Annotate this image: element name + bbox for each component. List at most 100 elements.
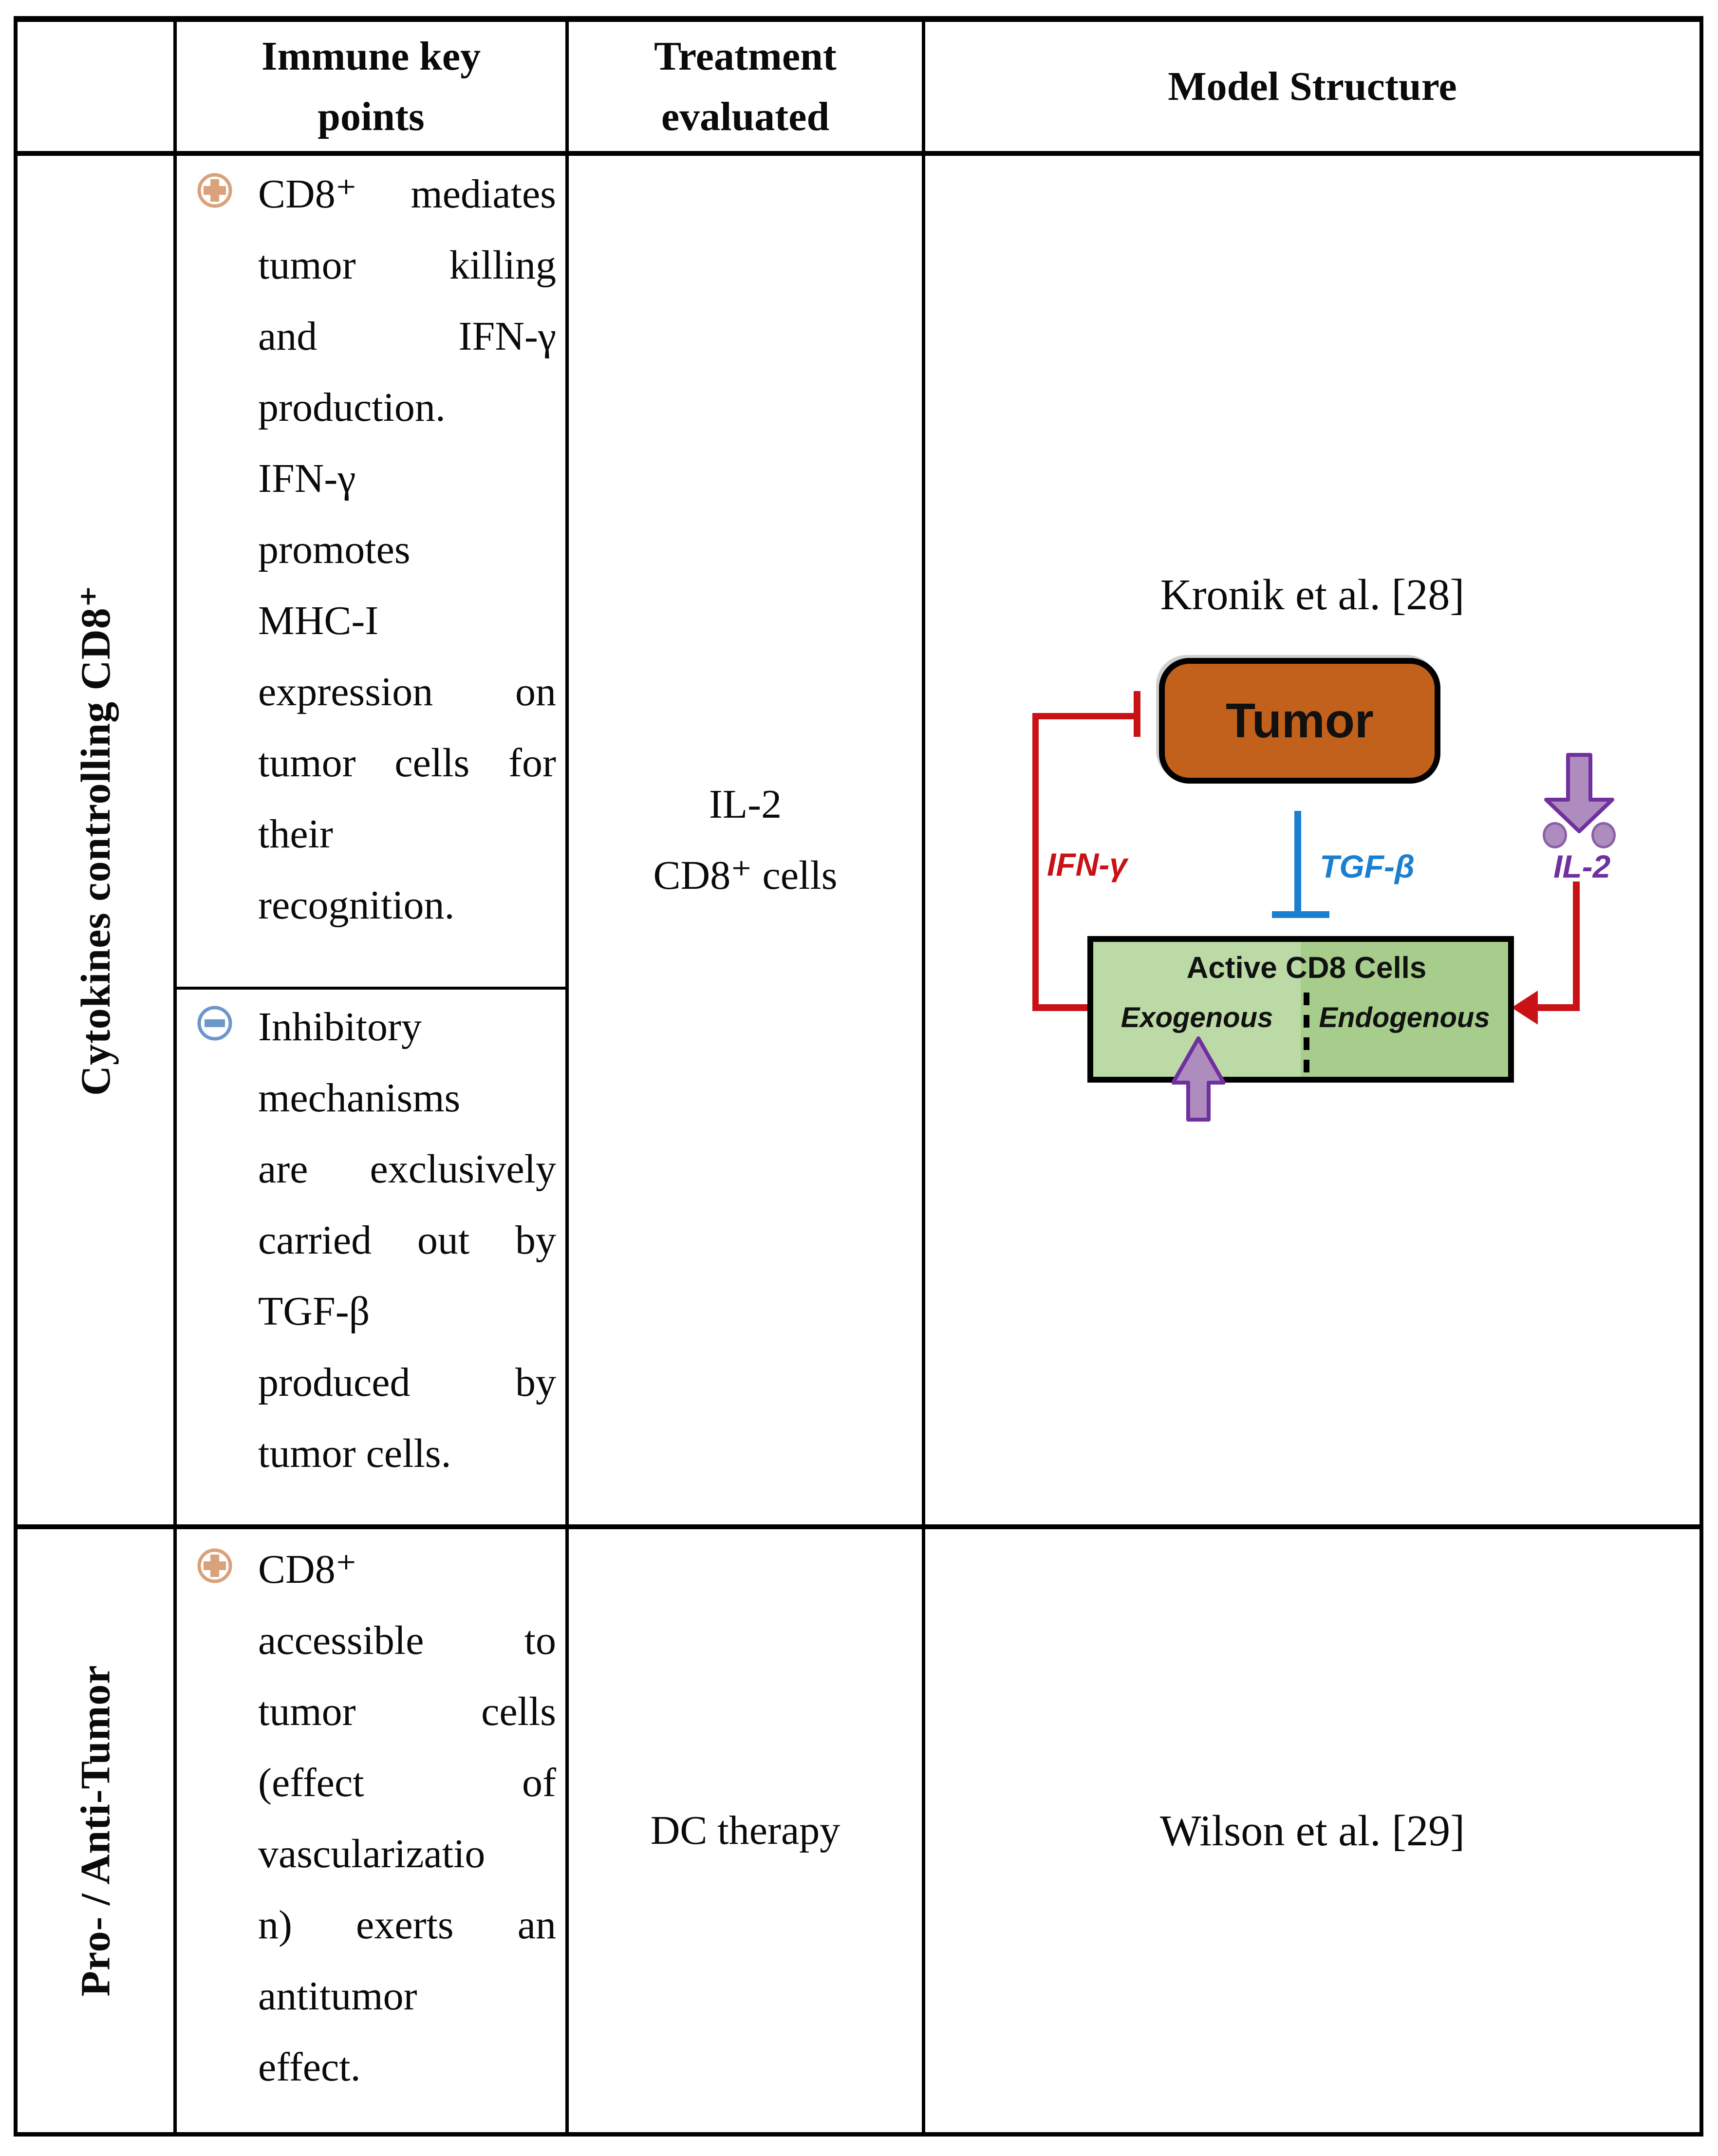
text-line: evaluated	[661, 94, 830, 139]
il2-molecule-icon	[1591, 822, 1616, 848]
treatment-cell-row2: DC therapy	[569, 1529, 922, 2132]
tgf-beta-label: TGF-β	[1320, 848, 1415, 884]
model-citation: Wilson et al. [29]	[1159, 1806, 1465, 1855]
text-line: are exclusively	[258, 1134, 556, 1205]
word: accessible	[258, 1618, 424, 1663]
text-line: TGF-β	[258, 1289, 370, 1334]
text-line: CD8⁺	[258, 1547, 357, 1592]
tumor-box: Tumor	[1159, 658, 1440, 784]
text-line: CD8⁺ cells	[653, 853, 838, 898]
exo-endo-divider	[1304, 993, 1309, 1074]
plus-circle-icon	[197, 1548, 233, 1584]
word: of	[522, 1760, 556, 1805]
word: produced	[258, 1360, 411, 1405]
text-line: expression on	[258, 656, 556, 728]
row-label-text: Cytokines controlling CD8⁺	[72, 584, 119, 1096]
row-label-cytokines: Cytokines controlling CD8⁺	[18, 156, 173, 1524]
text-line: production.	[258, 385, 446, 430]
text-line: MHC-I	[258, 598, 379, 643]
text-line: effect.	[258, 2044, 361, 2090]
tgf-line-vertical	[1294, 811, 1301, 916]
il2-line-horizontal	[1535, 1004, 1580, 1011]
text-line: promotes	[258, 527, 411, 572]
word: exclusively	[370, 1146, 556, 1192]
ifn-gamma-label: IFN-γ	[1047, 846, 1127, 882]
word: an	[517, 1902, 556, 1948]
text-line: tumor cells.	[258, 1431, 451, 1476]
word: are	[258, 1146, 308, 1192]
word: expression	[258, 669, 433, 714]
model-cell-row1: Kronik et al. [28] IFN-γ Tumor TGF-β	[925, 156, 1699, 1524]
word: carried	[258, 1218, 372, 1263]
word: tumor	[258, 1689, 356, 1734]
text-line: Model Structure	[1168, 63, 1457, 109]
text-line: (effect of	[258, 1747, 556, 1819]
il2-label: IL-2	[1553, 848, 1611, 884]
header-empty-cell	[18, 22, 173, 151]
word: by	[515, 1360, 556, 1405]
active-cd8-box: Active CD8 Cells Exogenous Endogenous	[1087, 936, 1514, 1083]
text-line: CD8⁺mediates	[258, 159, 556, 230]
exogenous-input-arrow-icon	[1172, 1036, 1225, 1122]
il2-molecule-icon	[1543, 822, 1567, 848]
kronik-model-diagram: IFN-γ Tumor TGF-β IL-2	[925, 156, 1699, 1524]
text-line: mechanisms	[258, 1075, 461, 1121]
word: by	[515, 1218, 556, 1263]
header-model-structure: Model Structure	[925, 22, 1699, 151]
text-line: Immune key	[261, 33, 481, 79]
minus-circle-icon	[197, 1005, 233, 1041]
text-line: accessible to	[258, 1605, 556, 1676]
il2-down-arrow-icon	[1544, 753, 1614, 833]
text-line: IL-2	[709, 782, 782, 827]
row-label-text: Pro- / Anti-Tumor	[72, 1665, 119, 1997]
text-line: DC therapy	[650, 1808, 840, 1853]
ifn-inhibit-bar	[1134, 691, 1140, 737]
ifn-line-vertical	[1032, 713, 1039, 1011]
il2-line-vertical	[1573, 881, 1580, 1009]
model-citation: Kronik et al. [28]	[1160, 571, 1465, 619]
ifn-line-bottom	[1032, 1004, 1095, 1011]
endogenous-label: Endogenous	[1319, 1002, 1490, 1033]
text-line: antitumor	[258, 1973, 417, 2019]
tgf-inhibit-bar	[1272, 911, 1329, 918]
row-label-pro-anti-tumor: Pro- / Anti-Tumor	[18, 1529, 173, 2132]
word: out	[417, 1218, 470, 1263]
text-line: vascularizatio	[258, 1831, 486, 1876]
word: (effect	[258, 1760, 364, 1805]
model-cell-row2: Wilson et al. [29]	[925, 1529, 1699, 2132]
word: exerts	[356, 1902, 454, 1948]
word: on	[515, 669, 556, 714]
text-line: recognition.	[258, 882, 455, 928]
exogenous-label: Exogenous	[1120, 1002, 1273, 1033]
keypoints-divider	[177, 987, 565, 990]
text-line: their	[258, 811, 333, 857]
text-line: n) exerts an	[258, 1890, 556, 1961]
word: CD8⁺	[258, 171, 357, 217]
keypoint-negative-cell: Inhibitory mechanisms are exclusively carrie…	[177, 990, 565, 1524]
word: n)	[258, 1902, 292, 1948]
active-cd8-title: Active CD8 Cells	[1186, 951, 1427, 985]
word: to	[524, 1618, 556, 1663]
word: cells	[481, 1689, 556, 1734]
text-line: produced by	[258, 1347, 556, 1418]
word: IFN-γ	[458, 314, 556, 359]
word: tumor	[258, 740, 356, 786]
keypoint-negative-text: Inhibitory mechanisms are exclusively carrie…	[258, 992, 556, 1489]
text-line: tumor cells	[258, 1676, 556, 1747]
text-line: Inhibitory	[258, 1004, 422, 1050]
il2-arrowhead-icon	[1512, 991, 1538, 1025]
